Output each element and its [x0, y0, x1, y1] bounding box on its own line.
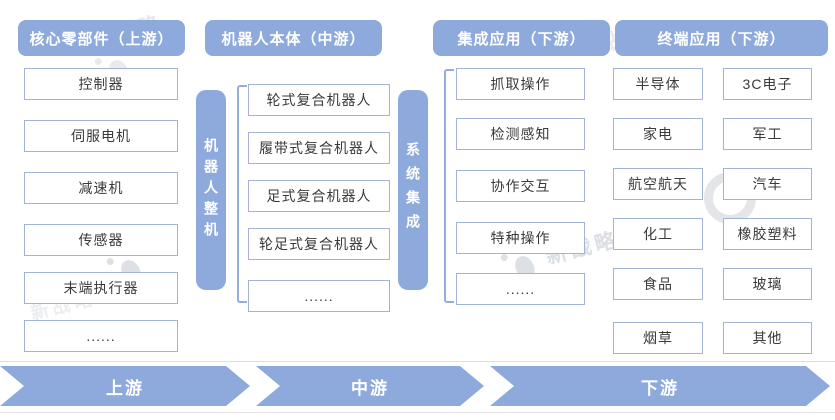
item-box: 减速机 [24, 172, 178, 204]
item-box: 检测感知 [456, 118, 585, 150]
item-box: 控制器 [24, 68, 178, 100]
item-box: 橡胶塑料 [723, 218, 812, 250]
column-header-robot-body: 机器人本体（中游） [205, 20, 382, 56]
divider-line [0, 361, 835, 362]
item-box: 航空航天 [613, 168, 703, 200]
bracket-connector [237, 85, 247, 303]
item-box: 半导体 [613, 68, 703, 100]
item-box: 轮足式复合机器人 [248, 228, 390, 260]
item-box: 化工 [613, 218, 703, 250]
item-box: 汽车 [723, 168, 812, 200]
item-box: 军工 [723, 118, 812, 150]
stage-arrow-midstream: 中游 [256, 366, 484, 406]
item-box: 轮式复合机器人 [248, 84, 390, 116]
item-box: ...... [24, 320, 178, 352]
item-box: 伺服电机 [24, 120, 178, 152]
column-header-core-components: 核心零部件（上游） [18, 20, 185, 56]
item-box: 家电 [613, 118, 703, 150]
item-box: ...... [456, 273, 585, 305]
column-header-terminal-apps: 终端应用（下游） [615, 20, 828, 56]
item-box: 烟草 [613, 322, 703, 354]
divider-line [0, 412, 835, 413]
item-box: 传感器 [24, 224, 178, 256]
item-box: 末端执行器 [24, 272, 178, 304]
item-box: 其他 [723, 322, 812, 354]
item-box: 协作交互 [456, 170, 585, 202]
bracket-connector [444, 69, 454, 303]
item-box: 3C电子 [723, 68, 812, 100]
item-box: 食品 [613, 268, 703, 300]
side-label-system-integration: 系统集成 [398, 90, 428, 290]
item-box: 玻璃 [723, 268, 812, 300]
item-box: 特种操作 [456, 222, 585, 254]
item-box: ...... [248, 280, 390, 312]
side-label-robot-complete-machine: 机器人整机 [196, 90, 226, 290]
stage-arrow-downstream: 下游 [490, 366, 830, 406]
stage-arrow-upstream: 上游 [0, 366, 250, 406]
item-box: 足式复合机器人 [248, 180, 390, 212]
column-header-integrated-apps: 集成应用（下游） [433, 20, 610, 56]
item-box: 抓取操作 [456, 68, 585, 100]
item-box: 履带式复合机器人 [248, 132, 390, 164]
